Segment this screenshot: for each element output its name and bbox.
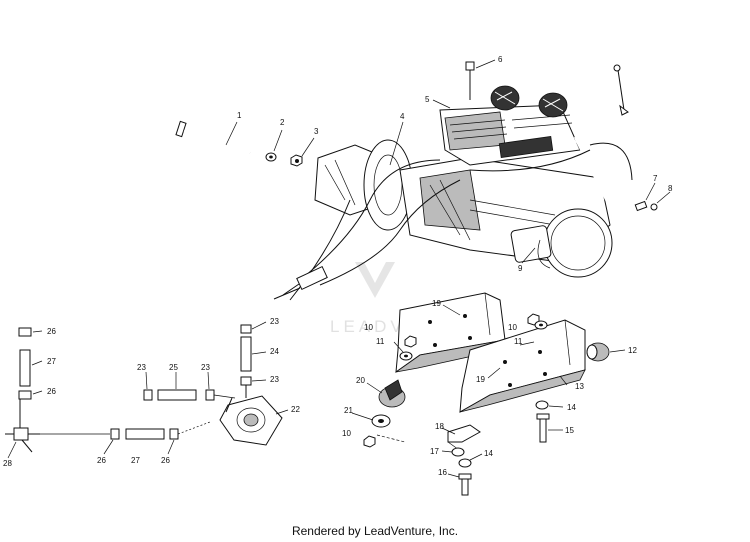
callout-18: 18 xyxy=(435,422,444,431)
part-clamp-23c xyxy=(240,324,252,334)
part-nut-3 xyxy=(290,154,303,167)
callout-23d: 23 xyxy=(270,375,279,384)
part-clamp-26c xyxy=(110,428,120,440)
part-hose-24 xyxy=(240,336,252,372)
part-cap-26a xyxy=(18,327,32,337)
part-fuel-pump-22 xyxy=(219,395,283,446)
callout-27a: 27 xyxy=(47,357,56,366)
part-washer-2 xyxy=(265,152,277,162)
callout-9: 9 xyxy=(518,264,523,273)
part-washer-11a xyxy=(399,351,413,361)
part-nut-10c xyxy=(363,435,376,448)
callout-12: 12 xyxy=(628,346,637,355)
part-washer-17 xyxy=(451,447,465,457)
part-rubber-mount-20 xyxy=(378,379,406,408)
part-clamp-26d xyxy=(169,428,179,440)
callout-22: 22 xyxy=(291,405,300,414)
part-hose-27a xyxy=(19,349,31,387)
callout-3: 3 xyxy=(314,127,319,136)
callout-11a: 11 xyxy=(376,337,385,346)
callout-10a: 10 xyxy=(364,323,373,332)
callout-21: 21 xyxy=(344,406,353,415)
callout-8: 8 xyxy=(668,184,673,193)
part-clamp-23a xyxy=(143,389,153,401)
part-bolt-15 xyxy=(536,413,550,443)
part-fitting-7 xyxy=(634,200,648,212)
callout-28: 28 xyxy=(3,459,12,468)
part-washer-11b xyxy=(534,320,548,330)
part-mount-plate-lower xyxy=(459,319,586,413)
callout-17: 17 xyxy=(430,447,439,456)
part-washer-21 xyxy=(371,414,391,428)
callout-27b: 27 xyxy=(131,456,140,465)
part-washer-14a xyxy=(535,400,549,410)
part-hose-25 xyxy=(157,389,197,401)
part-fitting-28 xyxy=(5,427,40,453)
callout-7: 7 xyxy=(653,174,658,183)
callout-14a: 14 xyxy=(567,403,576,412)
callout-10b: 10 xyxy=(508,323,517,332)
callout-24: 24 xyxy=(270,347,279,356)
part-bolt-16 xyxy=(458,473,472,496)
part-hose-27b xyxy=(125,428,165,440)
callout-15: 15 xyxy=(565,426,574,435)
part-nut-10a xyxy=(404,335,417,348)
callout-19a: 19 xyxy=(432,299,441,308)
part-washer-14b xyxy=(458,458,472,468)
callout-11b: 11 xyxy=(514,337,523,346)
callout-19b: 19 xyxy=(476,375,485,384)
part-cable-bracket xyxy=(613,64,629,116)
callout-4: 4 xyxy=(400,112,405,121)
callout-5: 5 xyxy=(425,95,430,104)
callout-26c: 26 xyxy=(97,456,106,465)
part-bolt-1 xyxy=(175,120,251,154)
callout-13: 13 xyxy=(575,382,584,391)
part-clamp-23b xyxy=(205,389,215,401)
callout-10c: 10 xyxy=(342,429,351,438)
part-sensor-6 xyxy=(465,61,475,100)
callout-23a: 23 xyxy=(137,363,146,372)
callout-23c: 23 xyxy=(270,317,279,326)
callout-26d: 26 xyxy=(161,456,170,465)
part-bracket-18 xyxy=(447,424,481,453)
callout-26b: 26 xyxy=(47,387,56,396)
footer-credit: Rendered by LeadVenture, Inc. xyxy=(291,524,459,538)
callout-2: 2 xyxy=(280,118,285,127)
callout-1: 1 xyxy=(237,111,242,120)
part-rubber-mount-12 xyxy=(586,342,610,362)
leader-line xyxy=(225,121,238,146)
engine-assembly xyxy=(273,85,633,301)
part-cap-26b xyxy=(18,390,32,400)
callout-14b: 14 xyxy=(484,449,493,458)
callout-26a: 26 xyxy=(47,327,56,336)
callout-25: 25 xyxy=(169,363,178,372)
part-washer-8 xyxy=(650,203,658,211)
callout-labels: 1 2 3 4 5 6 7 8 9 10 10 10 11 11 12 13 1… xyxy=(3,55,673,477)
part-clamp-23d xyxy=(240,376,252,386)
callout-20: 20 xyxy=(356,376,365,385)
callout-23b: 23 xyxy=(201,363,210,372)
callout-16: 16 xyxy=(438,468,447,477)
callout-6: 6 xyxy=(498,55,503,64)
